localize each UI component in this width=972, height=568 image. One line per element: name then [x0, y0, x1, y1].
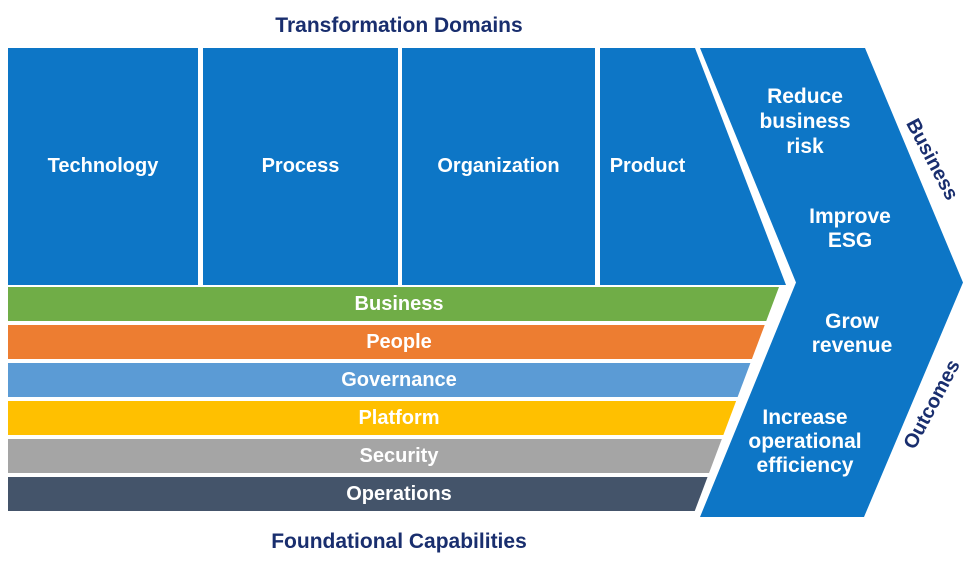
outcome-improve-esg: Improve ESG — [809, 205, 891, 252]
capability-bar-platform: Platform — [8, 401, 779, 435]
domain-box-organization: Organization — [402, 48, 595, 285]
domain-label-process: Process — [261, 155, 340, 177]
title-transformation-domains: Transformation Domains — [275, 14, 523, 37]
outcome-grow-revenue: Grow revenue — [811, 310, 893, 357]
capability-label-operations: Operations — [346, 482, 452, 505]
capability-bar-business: Business — [8, 287, 779, 321]
outcome-reduce-business-risk: Reduce business risk — [759, 85, 851, 158]
capability-label-people: People — [366, 330, 432, 353]
capability-label-platform: Platform — [358, 406, 440, 429]
capability-bar-people: People — [8, 325, 779, 359]
outcome-increase-operational-efficiency: Increase operational efficiency — [748, 406, 862, 477]
domain-box-technology: Technology — [8, 48, 198, 285]
capability-bar-operations: Operations — [8, 477, 779, 511]
capability-bar-security: Security — [8, 439, 779, 473]
foundational-capabilities-bars: Business People Governance Platform Secu… — [8, 287, 779, 513]
capability-label-security: Security — [359, 444, 439, 467]
domain-box-process: Process — [203, 48, 398, 285]
domain-label-product: Product — [609, 155, 686, 177]
capability-label-business: Business — [354, 292, 444, 315]
domain-label-technology: Technology — [47, 155, 159, 177]
capability-label-governance: Governance — [341, 368, 457, 391]
capability-bar-governance: Governance — [8, 363, 779, 397]
title-foundational-capabilities: Foundational Capabilities — [271, 530, 527, 553]
domain-label-organization: Organization — [437, 155, 560, 177]
